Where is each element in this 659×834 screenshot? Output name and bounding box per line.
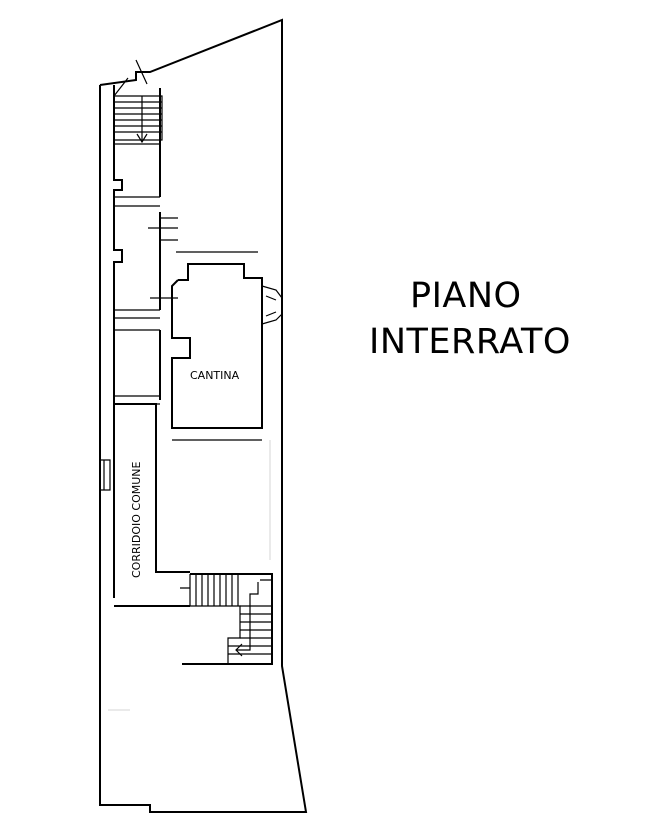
cantina-label: CANTINA xyxy=(190,369,240,382)
stair-bottom-frame xyxy=(182,573,273,665)
stair-bottom-landing xyxy=(180,579,272,589)
plan-title-line-2: INTERRATO xyxy=(369,322,571,362)
stair-bottom-treads-v xyxy=(240,605,272,639)
strip-partition xyxy=(114,309,160,331)
stair-bottom-arrow xyxy=(235,582,259,657)
inner-wall-left xyxy=(113,85,123,598)
stair-top-frame xyxy=(113,95,163,141)
strip-partition xyxy=(114,395,160,405)
stair-top-arrow xyxy=(136,96,148,144)
cantina-wall xyxy=(171,263,263,429)
bay-window xyxy=(261,285,283,325)
stair-bottom-treads-h xyxy=(195,574,239,606)
corridor-wall xyxy=(114,403,190,607)
plan-title-line-1: PIANO xyxy=(410,276,522,316)
door-tick xyxy=(148,217,178,241)
stair-top-door xyxy=(113,59,148,97)
left-window xyxy=(100,459,111,491)
stair-bottom xyxy=(180,573,273,665)
outer-wall xyxy=(99,18,308,813)
corridoio-label: CORRIDOIO COMUNE xyxy=(130,461,143,578)
stair-top-treads xyxy=(114,101,162,133)
strip-partition xyxy=(114,143,160,207)
stair-top xyxy=(113,59,163,144)
